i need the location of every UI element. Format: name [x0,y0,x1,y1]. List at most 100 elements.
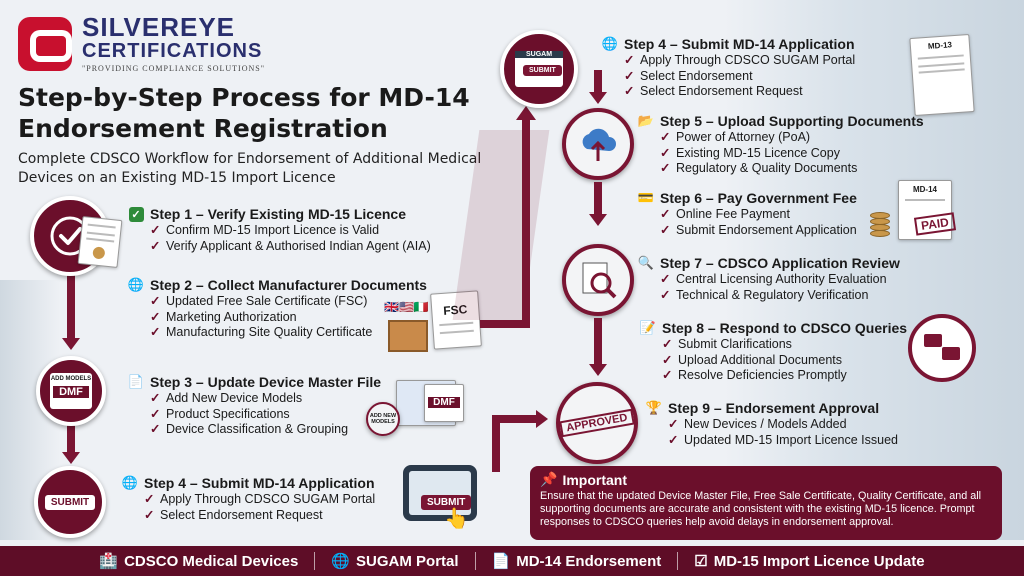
tablet-icon: SUBMIT [403,465,477,521]
flags-icon: 🇬🇧🇺🇸🇮🇹 [384,300,429,314]
step-title: Step 1 – Verify Existing MD-15 Licence [150,206,406,222]
chat-exchange-icon [908,314,976,382]
trophy-icon: 🏆 [645,400,663,415]
list-item: ✓Regulatory & Quality Documents [660,161,858,175]
list-item: ✓Upload Additional Documents [662,352,842,367]
connector-line [67,270,75,340]
step4-left-circle: SUBMIT [34,466,106,538]
step-card: 🌐 Step 4 – Submit MD-14 Application ✓App… [602,36,855,100]
list-item: ✓Online Fee Payment [660,207,790,221]
step7-circle [562,244,634,316]
step-card: 🏆 Step 9 – Endorsement Approval ✓New Dev… [646,400,898,448]
arrow-down-icon [62,452,80,464]
page-subtitle: Complete CDSCO Workflow for Endorsement … [18,151,482,186]
list-item: ✓Technical & Regulatory Verification [660,287,869,302]
list-item: ✓Select Endorsement [624,68,753,83]
sugam-screen-icon: SUGAM SUBMIT [515,51,563,87]
step-card: 📄 Step 3 – Update Device Master File ✓Ad… [128,374,381,438]
globe-icon: 🌐 [127,277,145,292]
step-title: Step 3 – Update Device Master File [150,374,382,390]
step-card: ✓ Step 1 – Verify Existing MD-15 Licence… [128,206,431,254]
document-magnifier-icon [582,262,617,299]
step-card: 📝 Step 8 – Respond to CDSCO Queries ✓Sub… [640,320,907,384]
list-item: ✓Submit Endorsement Application [660,222,857,237]
cloud-upload-icon [582,128,616,161]
arrow-up-icon [516,106,536,120]
footer-item: 🏥 CDSCO Medical Devices [99,552,299,571]
approved-stamp: APPROVED [559,408,635,438]
edit-icon: 📝 [639,320,657,335]
list-item: ✓Updated Free Sale Certificate (FSC) [150,294,368,308]
list-item: ✓Resolve Deficiencies Promptly [662,368,847,382]
connector-line [594,70,602,94]
paid-stamp: PAID [913,212,956,236]
add-models-label: ADD MODELS [50,376,92,382]
list-item: ✓Product Specifications [150,406,290,421]
folder-icon: 📂 [637,113,655,128]
connector-line [67,420,75,456]
step-title: Step 4 – Submit MD-14 Application [624,36,855,52]
building-icon: 🏥 [99,553,119,570]
important-notice: 📌 Important Ensure that the updated Devi… [530,466,1002,540]
list-item: ✓Apply Through CDSCO SUGAM Portal [144,492,376,506]
dmf-folder-icon: ADD MODELS DMF [50,373,92,409]
magnifier-icon: 🔍 [637,255,655,270]
connector-line [492,415,538,423]
footer-item: 🌐 SUGAM Portal [331,552,459,571]
footer-item: ☑ MD-15 Import Licence Update [694,552,925,571]
list-item: ✓Select Endorsement Request [624,84,803,98]
submit-label: SUBMIT [44,494,96,510]
step-card: 📂 Step 5 – Upload Supporting Documents ✓… [638,113,924,177]
list-item: ✓Central Licensing Authority Evaluation [660,272,887,286]
globe-icon: 🌐 [121,475,139,490]
list-item: ✓Confirm MD-15 Import Licence is Valid [150,223,380,237]
step-card: 💳 Step 6 – Pay Government Fee ✓Online Fe… [638,190,857,238]
list-item: ✓Updated MD-15 Import Licence Issued [668,432,898,447]
brand-name-line1: SILVEREYE [82,12,236,42]
step-title: Step 6 – Pay Government Fee [660,190,857,206]
list-item: ✓Manufacturing Site Quality Certificate [150,325,373,339]
arrow-down-icon [62,338,80,350]
step-title: Step 9 – Endorsement Approval [668,400,880,416]
brand-name-line2: CERTIFICATIONS [82,40,263,62]
submit-label: SUBMIT [421,495,472,510]
check-square-icon: ✓ [128,206,144,222]
md14-form-icon: MD-14 PAID [898,180,956,240]
step-title: Step 5 – Upload Supporting Documents [660,113,924,129]
globe-icon: 🌐 [601,36,619,51]
step-card: 🌐 Step 2 – Collect Manufacturer Document… [128,277,427,341]
dmf-label: DMF [53,386,89,398]
step-title: Step 7 – CDSCO Application Review [660,255,900,271]
list-item: ✓Verify Applicant & Authorised Indian Ag… [150,238,431,253]
step9-circle: APPROVED [556,382,638,464]
md13-form-icon: MD-13 [909,34,975,116]
globe-icon: 🌐 [331,553,351,570]
important-text: Ensure that the updated Device Master Fi… [540,490,982,528]
arrow-down-icon [589,364,607,376]
list-item: ✓Apply Through CDSCO SUGAM Portal [624,53,856,67]
logo-s-icon [18,16,72,71]
step5-circle [562,108,634,180]
connector-line [492,420,500,472]
step4-right-circle: SUGAM SUBMIT [500,30,578,108]
list-item: ✓Submit Clarifications [662,337,792,351]
card-icon: 💳 [637,190,655,205]
brand-tagline: "PROVIDING COMPLIANCE SOLUTIONS" [82,64,265,73]
list-item: ✓Marketing Authorization [150,309,297,324]
add-new-models-badge: ADD NEW MODELS [366,402,400,436]
list-item: ✓Existing MD-15 Licence Copy [660,145,840,160]
dmf-folder-icon: DMF [424,384,464,422]
footer-item: 📄 MD-14 Endorsement [491,552,662,571]
list-item: ✓Add New Device Models [150,391,303,405]
arrow-right-icon [536,410,548,428]
arrow-down-icon [589,92,607,104]
step3-circle: ADD MODELS DMF [36,356,106,426]
arrow-down-icon [589,214,607,226]
document-icon: 📄 [127,374,145,389]
step-card: 🔍 Step 7 – CDSCO Application Review ✓Cen… [638,255,900,303]
coins-icon [870,206,900,240]
page-title: Step-by-Step Process for MD-14 Endorseme… [18,83,470,143]
connector-line [522,118,530,328]
connector-line [594,318,602,366]
shipping-crate-icon [388,320,428,352]
